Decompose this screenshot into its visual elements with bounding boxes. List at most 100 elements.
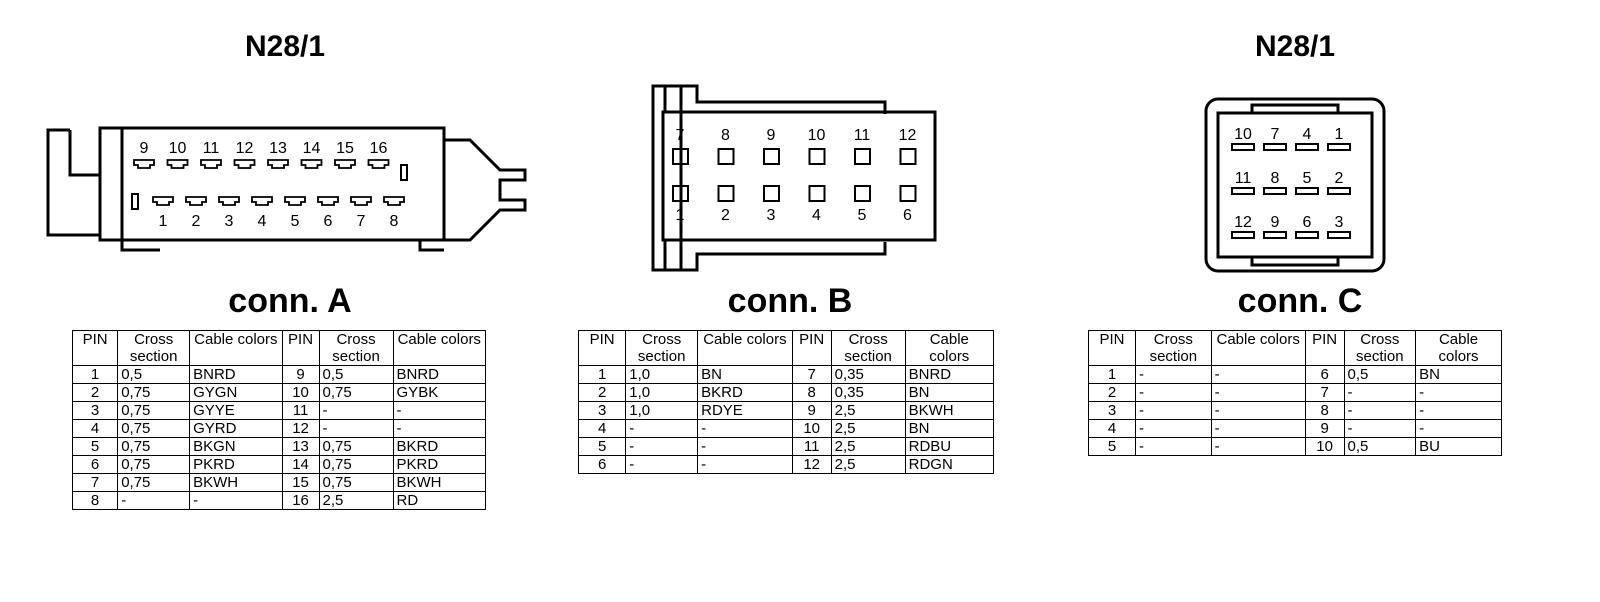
cable-color-cell: BN: [904, 383, 995, 402]
pin-number-label: 1: [676, 207, 685, 224]
pin-cell: 7: [1304, 383, 1345, 402]
pin-cell: 3: [577, 401, 627, 420]
pin-cell: 7: [71, 473, 119, 492]
pin-number-label: 2: [192, 213, 201, 230]
pin-contact-icon: [267, 159, 289, 169]
cross-section-cell: -: [625, 455, 699, 474]
cross-section-cell: 0,75: [318, 455, 394, 474]
cross-section-cell: -: [1135, 437, 1212, 456]
pin-contact-icon: [717, 148, 735, 165]
pin-cell: 6: [1304, 365, 1345, 384]
cross-section-cell: -: [625, 419, 699, 438]
pin-number-label: 8: [1271, 170, 1280, 187]
header-cross-section: Cross section: [1135, 330, 1212, 366]
table-row: 2--7--: [1087, 383, 1502, 402]
pin-cell: 9: [1304, 419, 1345, 438]
cross-section-cell: 2,5: [830, 401, 906, 420]
pin-number-label: 12: [1234, 214, 1252, 231]
title-left: N28/1: [244, 30, 326, 63]
cable-color-cell: BNRD: [904, 365, 995, 384]
pin-number-label: 6: [903, 207, 912, 224]
cable-color-cell: -: [697, 437, 793, 456]
header-cable-colors: Cable colors: [1415, 330, 1502, 366]
connector-b-table: PIN Cross section Cable colors PIN Cross…: [577, 330, 995, 474]
pin-contact-icon: [233, 159, 256, 169]
pin-contact-icon: [1231, 231, 1255, 239]
cable-color-cell: BKRD: [697, 383, 793, 402]
cable-color-cell: BKGN: [189, 437, 283, 456]
pin-cell: 4: [71, 419, 119, 438]
pin-number-label: 11: [203, 140, 220, 157]
pin-cell: 2: [71, 383, 119, 402]
header-pin: PIN: [71, 330, 119, 366]
pin-contact-icon: [717, 185, 735, 202]
cable-color-cell: -: [189, 491, 283, 510]
pin-contact-icon: [1327, 231, 1351, 239]
pin-contact-icon: [133, 159, 155, 169]
pin-number-label: 10: [808, 127, 826, 144]
pin-contact-icon: [854, 185, 871, 202]
connector-c-table: PIN Cross section Cable colors PIN Cross…: [1087, 330, 1502, 456]
cable-color-cell: BN: [904, 419, 995, 438]
pin-number-label: 2: [721, 207, 730, 224]
header-cable-colors: Cable colors: [904, 330, 995, 366]
pin-number-label: 7: [1271, 126, 1280, 143]
pin-contact-icon: [672, 148, 689, 165]
cable-color-cell: -: [1415, 419, 1502, 438]
pin-number-label: 5: [291, 213, 300, 230]
cross-section-cell: 0,75: [117, 473, 191, 492]
pin-number-label: 4: [258, 213, 267, 230]
pin-cell: 11: [791, 437, 832, 456]
cable-color-cell: BKWH: [392, 473, 487, 492]
connector-a-table: PIN Cross section Cable colors PIN Cross…: [71, 330, 487, 510]
pin-contact-icon: [854, 148, 871, 165]
pin-number-label: 12: [236, 140, 254, 157]
cross-section-cell: 0,75: [117, 401, 191, 420]
pin-contact-icon: [1327, 143, 1351, 151]
pin-cell: 12: [791, 455, 832, 474]
pin-number-label: 15: [336, 140, 354, 157]
pin-contact-icon: [1295, 143, 1319, 151]
pin-cell: 3: [1087, 401, 1137, 420]
cross-section-cell: 0,5: [1343, 365, 1417, 384]
pin-contact-icon: [317, 196, 339, 206]
pin-contact-icon: [808, 148, 826, 165]
pin-contact-icon: [334, 159, 356, 169]
cross-section-cell: 0,75: [117, 455, 191, 474]
cross-section-cell: 2,5: [318, 491, 394, 510]
pin-contact-icon: [763, 185, 780, 202]
cable-color-cell: BNRD: [392, 365, 487, 384]
cable-color-cell: BKWH: [904, 401, 995, 420]
cable-color-cell: BN: [1415, 365, 1502, 384]
cable-color-cell: BN: [697, 365, 793, 384]
cable-color-cell: -: [1210, 383, 1306, 402]
pin-cell: 4: [1087, 419, 1137, 438]
pin-cell: 11: [281, 401, 320, 420]
pin-number-label: 7: [357, 213, 366, 230]
pin-number-label: 5: [858, 207, 867, 224]
header-cross-section: Cross section: [1343, 330, 1417, 366]
cross-section-cell: 1,0: [625, 365, 699, 384]
pin-cell: 1: [71, 365, 119, 384]
pin-contact-icon: [350, 196, 372, 206]
pin-cell: 1: [1087, 365, 1137, 384]
pin-cell: 10: [1304, 437, 1345, 456]
cross-section-cell: 0,35: [830, 365, 906, 384]
pin-contact-icon: [200, 159, 222, 169]
cross-section-cell: 0,75: [117, 383, 191, 402]
pin-number-label: 6: [324, 213, 333, 230]
pin-number-label: 2: [1335, 170, 1344, 187]
cross-section-cell: -: [1135, 419, 1212, 438]
cable-color-cell: RDYE: [697, 401, 793, 420]
cross-section-cell: -: [625, 437, 699, 456]
header-cross-section: Cross section: [318, 330, 394, 366]
pin-cell: 6: [71, 455, 119, 474]
